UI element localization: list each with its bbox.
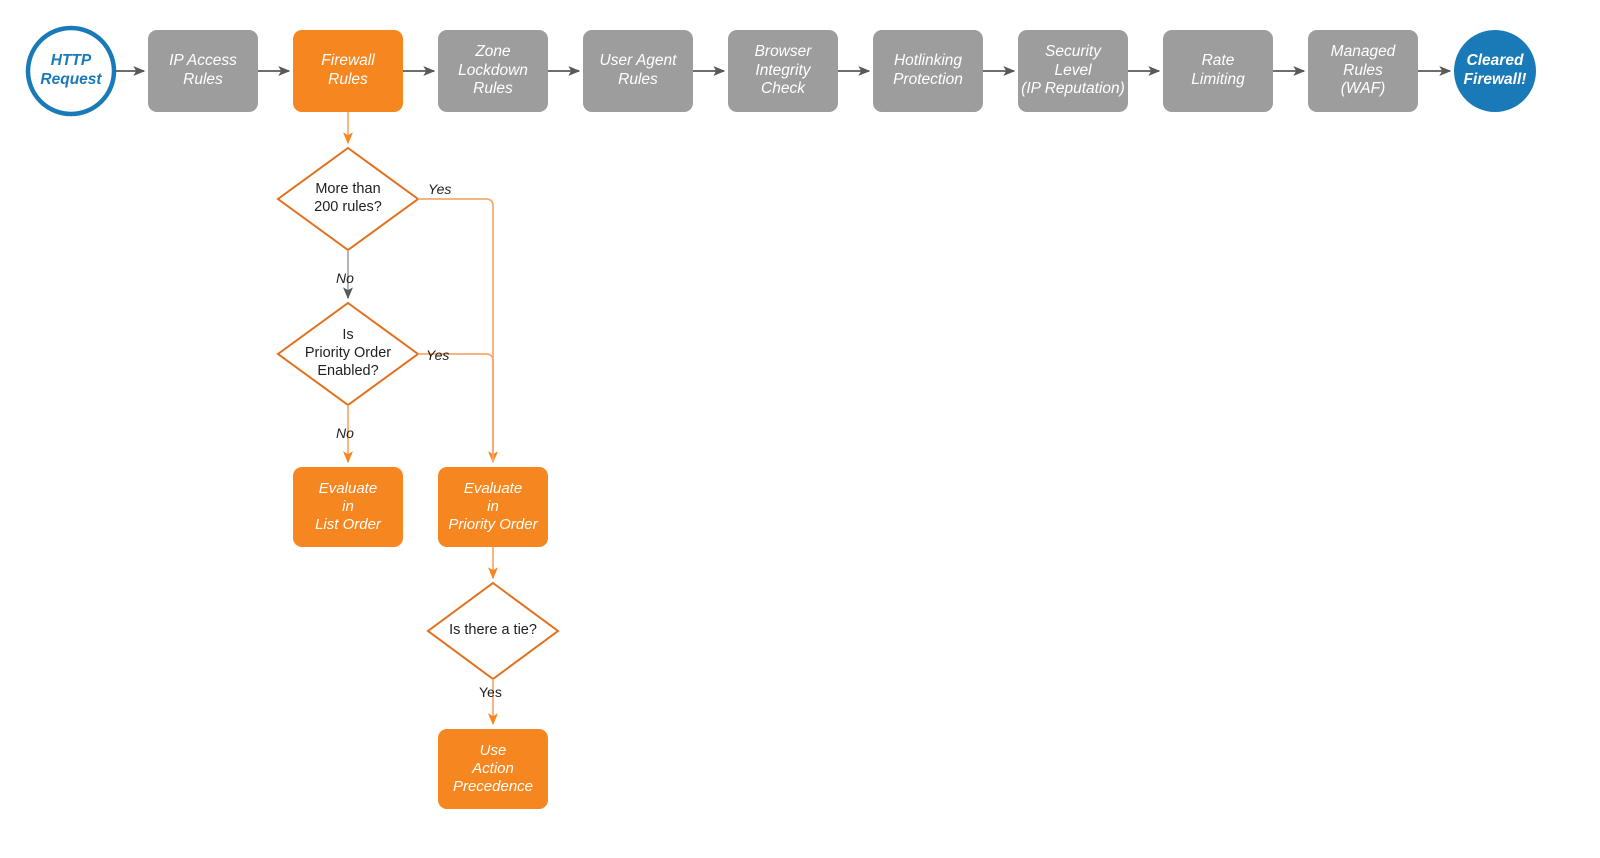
- node-rate-limiting[interactable]: [1163, 30, 1273, 112]
- node-evaluate-list-order[interactable]: [293, 467, 403, 547]
- node-ip-access-rules[interactable]: [148, 30, 258, 112]
- decision-more-than-200-rules[interactable]: [276, 146, 420, 252]
- node-evaluate-priority-order[interactable]: [438, 467, 548, 547]
- node-cleared-firewall[interactable]: [1454, 30, 1536, 112]
- decision-is-there-a-tie[interactable]: [426, 581, 560, 681]
- decision-is-priority-order-enabled[interactable]: [276, 301, 420, 407]
- node-http-request[interactable]: [25, 25, 117, 117]
- node-security-level[interactable]: [1018, 30, 1128, 112]
- node-managed-rules-waf[interactable]: [1308, 30, 1418, 112]
- connector-decision1-yes-to-priority-order: [418, 198, 498, 464]
- connector-decision2-yes-to-priority-order: [418, 353, 494, 462]
- node-browser-integrity-check[interactable]: [728, 30, 838, 112]
- node-firewall-rules[interactable]: [293, 30, 403, 112]
- node-user-agent-rules[interactable]: [583, 30, 693, 112]
- node-zone-lockdown-rules[interactable]: [438, 30, 548, 112]
- node-use-action-precedence[interactable]: [438, 729, 548, 809]
- node-hotlinking-protection[interactable]: [873, 30, 983, 112]
